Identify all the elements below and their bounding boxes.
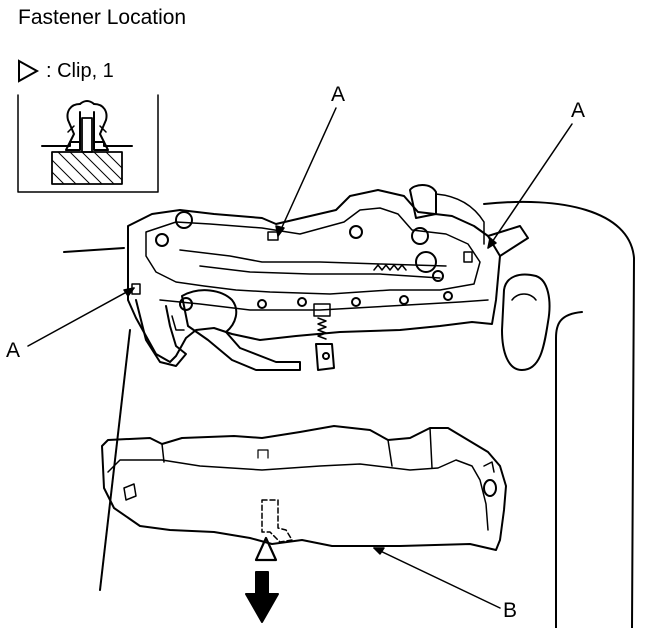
clip-detail-inset — [17, 94, 159, 193]
background-panel — [483, 200, 635, 628]
callout-b: B — [503, 599, 518, 622]
callout-a-right: A — [571, 99, 586, 122]
clip-triangle-icon — [18, 59, 40, 83]
legend-label: : Clip, 1 — [46, 59, 114, 82]
clip-marker-triangle — [254, 536, 278, 562]
seat-frame-assembly — [127, 184, 551, 371]
legend: : Clip, 1 — [16, 58, 114, 84]
callout-a-left: A — [6, 339, 21, 362]
leader-lines — [27, 107, 573, 609]
callout-a-top: A — [331, 83, 346, 106]
cover-b — [101, 425, 507, 551]
diagram-title: Fastener Location — [18, 6, 187, 29]
removal-direction-arrow — [245, 571, 279, 623]
